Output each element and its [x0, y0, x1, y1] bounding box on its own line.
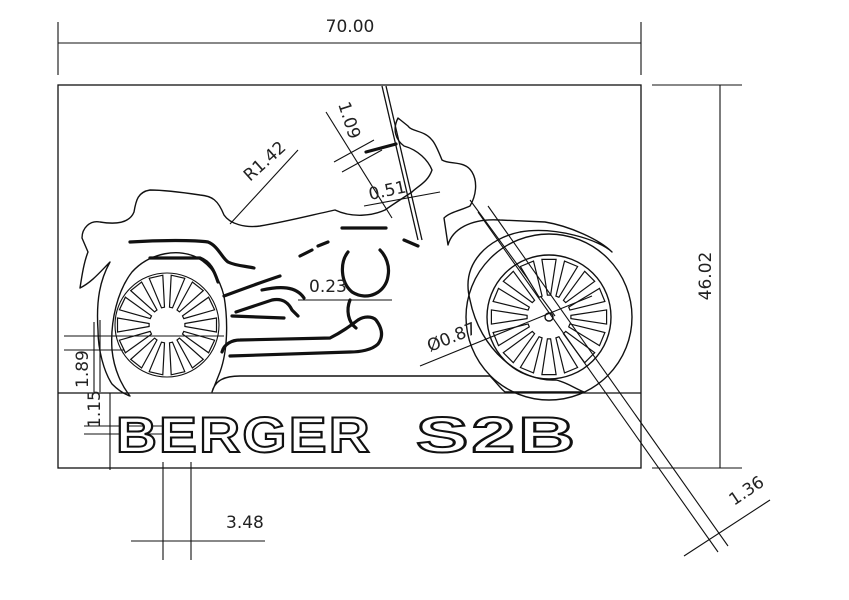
dim-1-36: 1.36	[477, 205, 771, 557]
front-fork	[381, 85, 419, 241]
dim-1-89: 1.89	[64, 320, 224, 392]
wheel-spoke-cutout	[181, 330, 216, 354]
dim-width-label: 70.00	[326, 17, 375, 37]
dim-height-label: 46.02	[696, 252, 716, 301]
exhaust-pipe	[220, 315, 384, 358]
dim-0-51: 0.51	[363, 177, 441, 207]
wheel-spoke-cutout	[567, 287, 606, 311]
wheel-spoke-cutout	[148, 274, 166, 309]
wheel-spoke-cutout	[148, 341, 166, 376]
dim-width: 70.00	[57, 17, 642, 75]
wheel-spoke-cutout	[555, 260, 579, 299]
plate-outline	[57, 84, 642, 469]
wheel-spoke-cutout	[567, 323, 606, 347]
body-outline	[79, 117, 613, 397]
wheel-spoke-cutout	[176, 337, 205, 369]
frame-dashes	[298, 240, 330, 258]
plate-model-text: S2B	[416, 407, 578, 463]
dim-1-89-label: 1.89	[73, 350, 93, 388]
dim-radius: R1.42	[229, 138, 299, 225]
rear-wheel-inner	[114, 272, 220, 378]
wheel-spoke-cutout	[555, 335, 579, 374]
dim-1-36-label: 1.36	[726, 472, 769, 510]
wheel-spoke-cutout	[519, 260, 543, 299]
wheel-spoke-cutout	[168, 341, 186, 376]
dim-radius-label: R1.42	[240, 138, 290, 186]
wheel-spoke-cutout	[116, 317, 150, 333]
front-wheel-outer	[465, 233, 633, 401]
plate-brand-text: BERGER	[116, 407, 372, 463]
engine-cylinder-ring	[340, 248, 391, 298]
wheel-spoke-cutout	[129, 281, 158, 313]
front-wheel-spokes	[490, 258, 608, 376]
wheel-spoke-cutout	[176, 281, 205, 313]
wheel-spoke-cutout	[541, 338, 557, 376]
rear-wheel-spokes	[116, 274, 218, 376]
wheel-spoke-cutout	[184, 317, 218, 333]
dim-height: 46.02	[652, 84, 742, 469]
dim-diameter-label: Ø0.87	[424, 319, 479, 357]
motorcycle-silhouette	[79, 85, 633, 401]
dim-3-48-label: 3.48	[226, 513, 264, 533]
front-wheel-inner	[486, 254, 612, 380]
wheel-spoke-cutout	[519, 335, 543, 374]
dim-1-15-label: 1.15	[85, 390, 105, 428]
wheel-spoke-cutout	[168, 274, 186, 309]
dim-0-51-label: 0.51	[367, 177, 408, 204]
frame-tube-lower	[222, 274, 282, 298]
wheel-spoke-cutout	[541, 258, 557, 296]
dim-0-23-label: 0.23	[309, 277, 347, 297]
wheel-spoke-cutout	[490, 309, 528, 325]
wheel-spoke-cutout	[502, 330, 536, 364]
dim-3-48: 3.48	[131, 462, 265, 560]
wheel-spoke-cutout	[118, 296, 153, 320]
wheel-spoke-cutout	[492, 287, 531, 311]
dim-1-15: 1.15	[84, 390, 172, 470]
frame-tube-upper	[128, 238, 256, 270]
wheel-spoke-cutout	[118, 330, 153, 354]
wheel-spoke-cutout	[492, 323, 531, 347]
wheel-spoke-cutout	[570, 309, 608, 325]
wheel-spoke-cutout	[129, 337, 158, 369]
dim-1-09-label: 1.09	[333, 99, 364, 141]
dim-0-23: 0.23	[298, 277, 392, 301]
wheel-spoke-cutout	[181, 296, 216, 320]
wheel-spoke-cutout	[562, 270, 596, 304]
wheel-spoke-cutout	[502, 270, 536, 304]
